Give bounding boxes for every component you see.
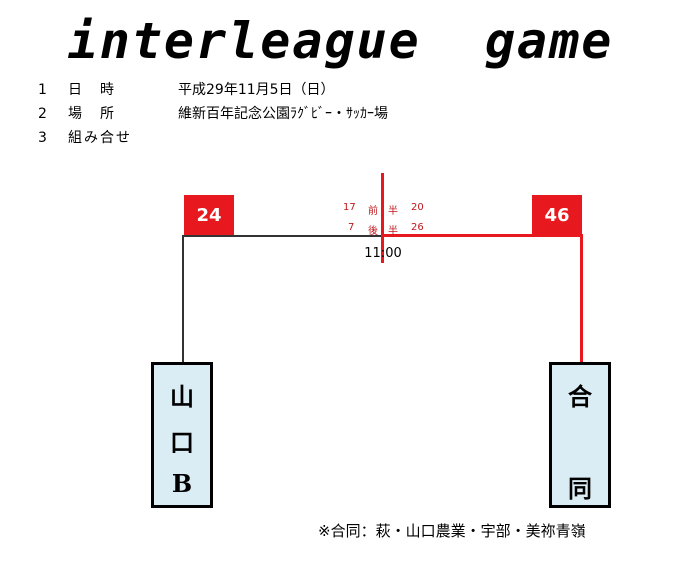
info-label: 場所 [68,106,132,122]
left-team-char: B [171,469,193,498]
kickoff-time: 11:00 [364,246,402,261]
first-half-right-score: 20 [411,202,424,213]
bracket-left-vertical [182,235,184,362]
info-value: 維新百年記念公園ﾗｸﾞﾋﾞｰ・ｻｯｶｰ場 [178,106,388,122]
right-team-box: 合 同 [549,362,611,508]
second-half-right-score: 26 [411,222,424,233]
right-team-char: 同 [568,474,592,503]
first-half-left-score: 17 [343,202,356,213]
info-number: 1 [38,82,47,98]
left-team-char: 山 [170,382,194,411]
info-number: 3 [38,130,47,146]
bracket-center-vertical [381,173,384,263]
info-label: 日時 [68,82,132,98]
bracket-left-horizontal [182,235,382,237]
info-value: 平成29年11月5日（日） [178,82,335,98]
page-title: interleague game [67,12,614,70]
left-score: 24 [184,195,234,235]
bracket-right-horizontal [382,234,582,237]
left-team-box: 山 口 B [151,362,213,508]
joint-team-note: ※合同：萩・山口農業・宇部・美祢青嶺 [318,522,586,540]
info-number: 2 [38,106,47,122]
first-half-label: 前 半 [368,206,398,217]
right-score: 46 [532,195,582,235]
right-team-char: 合 [568,382,592,411]
info-label: 組み合せ [68,130,132,146]
bracket-right-vertical [580,234,583,362]
second-half-label: 後 半 [368,226,398,237]
second-half-left-score: 7 [348,222,355,233]
left-team-char: 口 [170,428,194,457]
